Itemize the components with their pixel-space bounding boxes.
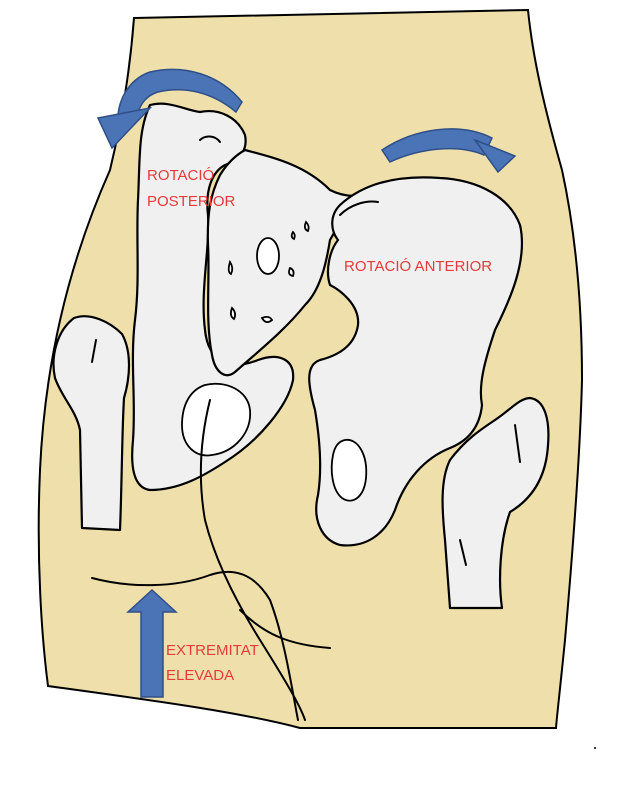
- label-anterior: ROTACIÓ ANTERIOR: [344, 258, 492, 275]
- thigh-crease-line: [91, 570, 299, 721]
- label-posterior-line1: ROTACIÓ: [147, 167, 214, 184]
- label-posterior-line2: POSTERIOR: [147, 193, 236, 210]
- posterior-rotation-arrow: [96, 68, 243, 150]
- label-extremitat-line2: ELEVADA: [166, 667, 234, 684]
- inner-thigh-line: [199, 399, 306, 721]
- label-extremitat-line1: EXTREMITAT: [166, 642, 259, 659]
- left-femur: [52, 315, 131, 532]
- right-femur: [441, 396, 550, 610]
- left-hip-bone: [131, 102, 295, 492]
- anterior-rotation-arrow: [380, 128, 517, 174]
- elevated-extremity-arrow: [126, 588, 178, 698]
- right-hip-bone: [308, 176, 524, 547]
- stray-dot: [594, 747, 596, 749]
- groin-line: [239, 609, 331, 649]
